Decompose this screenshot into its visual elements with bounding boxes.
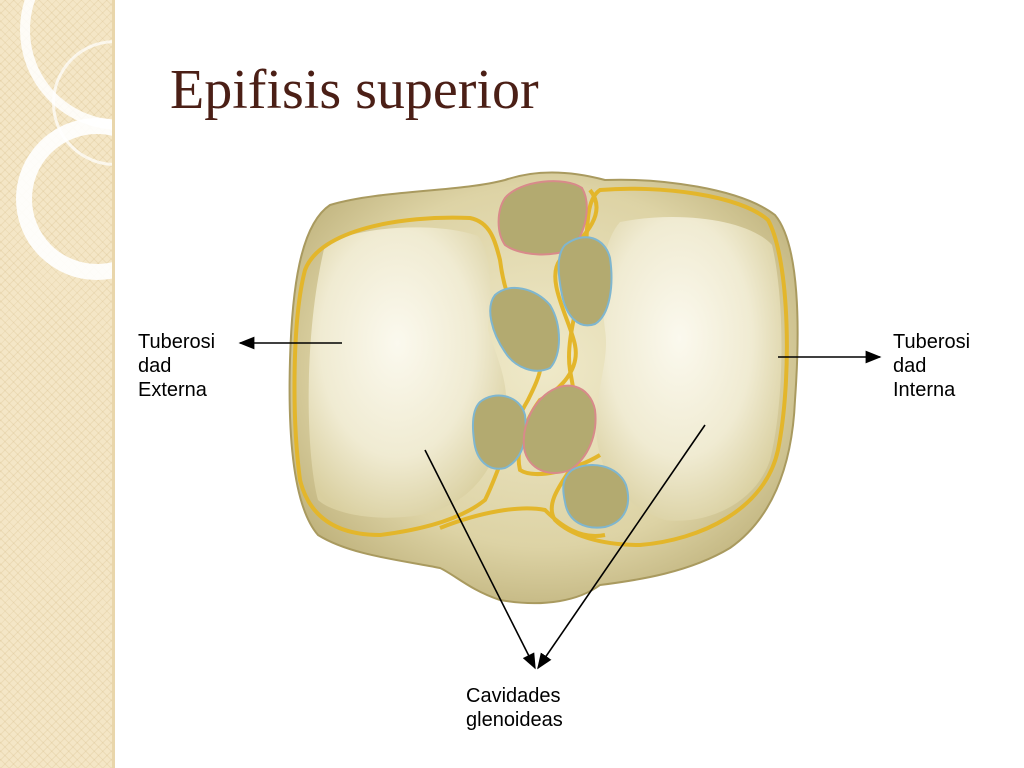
insertion-area-left-lower	[471, 394, 527, 470]
lateral-glenoid-cavity	[308, 227, 507, 518]
capsule-outline-bottom	[439, 506, 606, 538]
label-line: dad	[138, 355, 172, 377]
insertion-areas	[471, 180, 630, 529]
label-tuberosidad-externa: Tuberosi dad Externa	[138, 330, 215, 402]
sidebar-decoration	[0, 0, 112, 768]
medial-glenoid-cavity	[595, 216, 782, 521]
label-line: Externa	[138, 379, 207, 401]
arrow-cavity-left	[424, 449, 536, 670]
label-line: Interna	[893, 379, 956, 401]
label-line: Tuberosi	[138, 331, 216, 353]
sidebar-edge	[112, 0, 115, 768]
label-line: dad	[893, 355, 927, 377]
label-line: Tuberosi	[893, 331, 971, 353]
arrow-cavity-right	[537, 424, 706, 670]
insertion-area-left-middle	[489, 287, 560, 372]
insertion-area-central	[522, 384, 597, 474]
capsule-outline-internal	[549, 186, 789, 548]
label-tuberosidad-interna: Tuberosi dad Interna	[893, 330, 970, 402]
label-cavidades-glenoideas: Cavidades glenoideas	[466, 684, 563, 732]
label-line: Cavidades	[466, 685, 561, 707]
slide-title: Epifisis superior	[170, 59, 539, 121]
label-line: glenoideas	[466, 709, 563, 731]
insertion-area-posterior	[562, 464, 630, 529]
insertion-area-right-upper	[557, 236, 613, 327]
